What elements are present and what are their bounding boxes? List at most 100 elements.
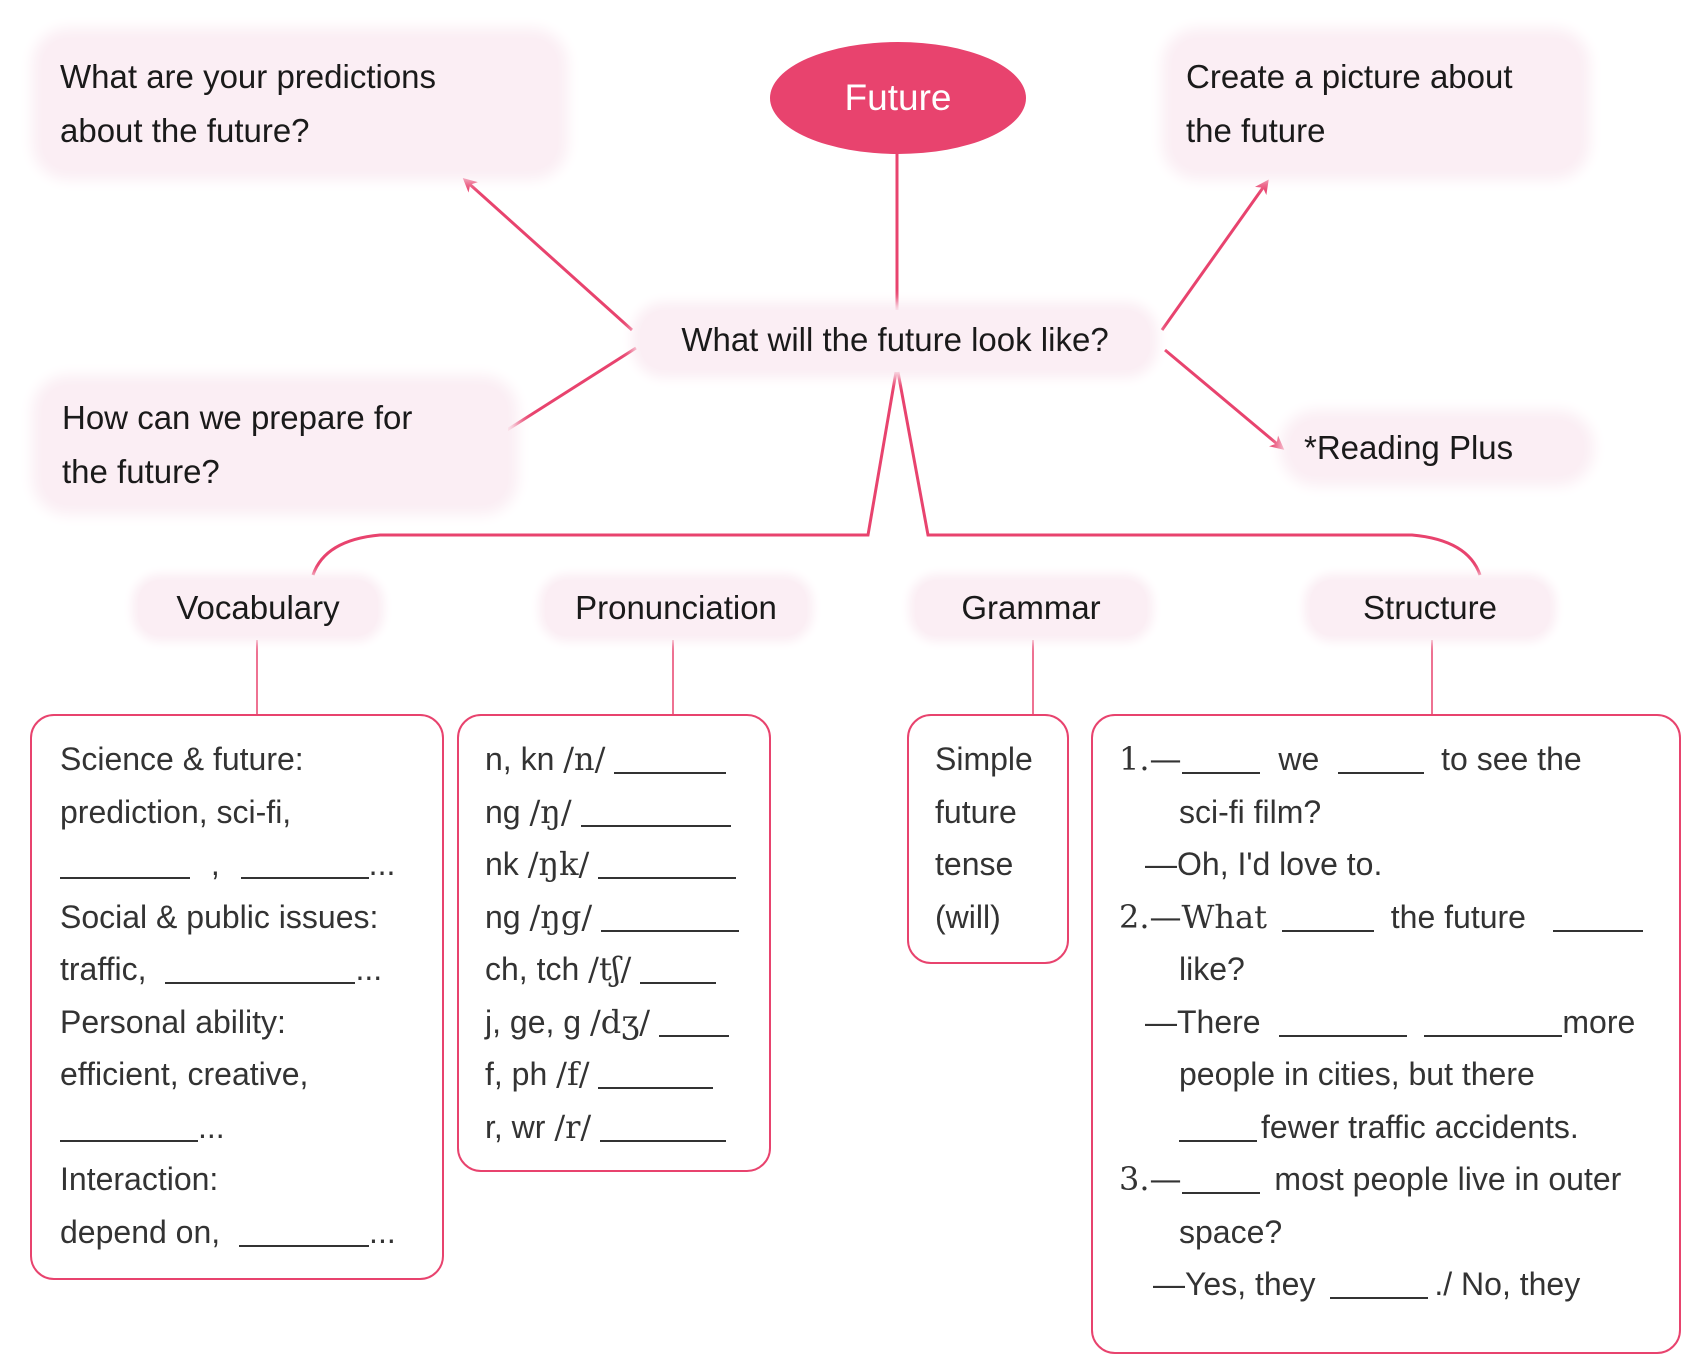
a3-yes: —Yes, they [1153,1266,1316,1302]
answer-blank[interactable] [1330,1267,1429,1299]
q1-text-b: to see the [1441,741,1582,777]
word: we [199,399,242,436]
word: How [62,399,129,436]
branch-grammar-label: Grammar [961,589,1101,626]
arrow-prepare [482,346,637,446]
pron-row: ng /ŋ/ [485,786,769,839]
personal-blanks: ... [60,1101,442,1154]
answer-blank[interactable] [658,1005,729,1037]
answer-blank[interactable] [240,847,369,879]
pron-ipa: /tʃ/ [588,950,632,988]
answer-blank[interactable] [60,847,190,879]
prompt-predictions: What are your predictions about the futu… [42,38,558,170]
word: predictions [276,58,437,95]
a2-start: —There [1145,1003,1261,1040]
answer-blank[interactable] [1181,1162,1260,1194]
q1-text-a: we [1278,741,1320,777]
grammar-line: (will) [935,898,1001,935]
word: prepare [250,399,365,436]
pron-row: nk /ŋk/ [485,838,769,891]
answer-blank[interactable] [601,900,740,932]
answer-blank[interactable] [1424,1005,1563,1037]
branch-structure: Structure [1310,580,1550,636]
prompt-prepare: How can we prepare for the future? [42,385,508,505]
pron-row: n, kn /n/ [485,733,769,786]
pron-ipa: /f/ [556,1055,590,1093]
prompt-predictions-line1: What are your predictions [60,50,540,104]
comma: , [210,846,220,882]
prompt-reading-plus: *Reading Plus [1290,420,1584,476]
answer-blank[interactable] [614,742,727,774]
ellipsis: ... [369,1213,396,1250]
answer-blank[interactable] [60,1110,198,1142]
a2-line3: fewer traffic accidents. [1119,1101,1653,1154]
grammar-line: future [935,793,1017,830]
answer-blank[interactable] [598,847,737,879]
q1-line: 1.— we to see the [1119,733,1653,786]
future-oval: Future [770,42,1026,154]
science-items: prediction, sci-fi, [60,793,292,830]
ellipsis: ... [355,951,383,987]
arrow-reading [1164,348,1285,450]
personal-heading: Personal ability: [60,1003,286,1040]
answer-blank[interactable] [1179,1110,1257,1142]
pron-letters: ng [485,793,521,830]
word: What [60,58,138,95]
q1-line2: sci-fi film? [1179,793,1322,830]
answer-blank[interactable] [1279,1005,1408,1037]
central-question-text: What will the future look like? [681,321,1109,358]
q2-number: 2.—What [1119,897,1267,936]
a1-line: —Oh, I'd love to. [1145,846,1383,882]
q2-line2: like? [1179,951,1245,987]
structure-box: 1.— we to see the sci-fi film? —Oh, I'd … [1091,714,1681,1354]
answer-blank[interactable] [1338,742,1425,774]
branch-grammar: Grammar [915,580,1147,636]
pron-letters: nk [485,846,519,882]
branch-pronunciation: Pronunciation [545,580,807,636]
pron-row: ng /ŋg/ [485,891,769,944]
answer-blank[interactable] [580,795,731,827]
answer-blank[interactable] [165,952,356,984]
word: people [1179,1056,1276,1092]
a3-line: —Yes, they ./ No, they [1119,1258,1653,1311]
pron-row: r, wr /r/ [485,1101,769,1154]
pron-ipa: /ŋk/ [527,845,590,883]
answer-blank[interactable] [1181,742,1260,774]
pron-letters: n, kn [485,741,555,777]
branch-vocabulary: Vocabulary [138,580,378,636]
word: there [1461,1056,1535,1092]
answer-blank[interactable] [600,1110,727,1142]
word: are [146,58,194,95]
pronunciation-box: n, kn /n/ ng /ŋ/ nk /ŋk/ ng /ŋg/ ch, tch… [457,714,771,1172]
grammar-line: Simple [935,741,1033,777]
ellipsis: ... [368,846,396,882]
personal-items: efficient, creative, [60,1056,309,1092]
word: but [1408,1056,1453,1092]
prompt-predictions-line2: about the future? [60,112,310,149]
social-items-text: traffic, [60,951,147,987]
word: your [203,58,268,95]
a2-line2: people in cities, but there [1119,1048,1653,1101]
q3-number: 3.— [1119,1160,1182,1198]
a2-more: more [1562,1003,1636,1040]
interaction-heading: Interaction: [60,1161,219,1197]
word: can [137,399,191,436]
prompt-picture: Create a picture about the future [1172,38,1580,170]
pron-row: ch, tch /tʃ/ [485,943,769,996]
answer-blank[interactable] [640,952,717,984]
science-blanks: , ... [60,838,442,891]
branch-vocabulary-label: Vocabulary [176,589,340,626]
answer-blank[interactable] [1281,900,1374,932]
prompt-prepare-line1: How can we prepare for [62,391,488,445]
pron-ipa: /ŋg/ [529,897,593,936]
pron-ipa: /dʒ/ [589,1002,651,1041]
answer-blank[interactable] [1552,900,1643,932]
answer-blank[interactable] [598,1057,714,1089]
answer-blank[interactable] [239,1215,370,1247]
pron-letters: j, ge, g [485,1003,582,1040]
branch-pronunciation-label: Pronunciation [575,589,777,626]
interaction-items: depend on, ... [60,1206,442,1259]
branch-structure-label: Structure [1363,589,1497,626]
pron-letters: ch, tch [485,951,580,987]
